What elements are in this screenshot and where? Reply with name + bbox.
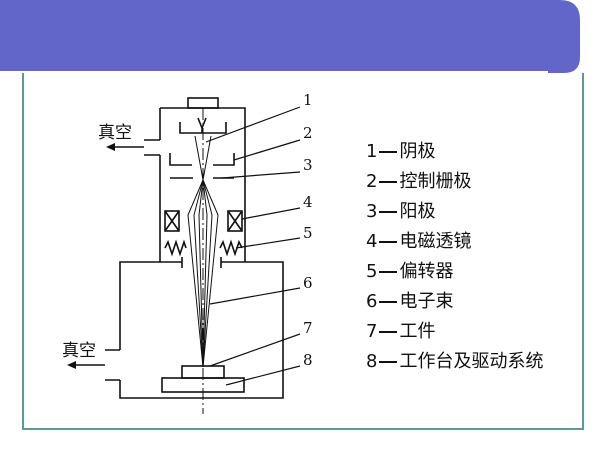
legend-item-8: 8 工作台及驱动系统 xyxy=(366,347,543,377)
legend-list: 1 阴极 2 控制栅极 3 阳极 4 电磁透镜 5 偏转器 6 电子束 7 工件 8 工作台及驱… xyxy=(366,137,543,377)
legend-num: 8 xyxy=(366,351,378,372)
legend-text: 电磁透镜 xyxy=(399,231,472,252)
leader-1 xyxy=(205,106,301,143)
legend-num: 3 xyxy=(366,201,378,222)
vacuum-label-lower: 真空 xyxy=(62,341,96,361)
lower-vacuum-port xyxy=(105,349,120,381)
callout-1: 1 xyxy=(303,91,313,109)
vacuum-label-upper: 真空 xyxy=(98,123,132,143)
dash xyxy=(379,151,398,153)
deflector-right xyxy=(219,239,243,257)
dash xyxy=(379,331,398,333)
magnetic-lens-left xyxy=(164,210,180,232)
legend-num: 4 xyxy=(366,231,378,252)
legend-item-2: 2 控制栅极 xyxy=(366,167,543,197)
legend-item-6: 6 电子束 xyxy=(366,287,543,317)
legend-item-5: 5 偏转器 xyxy=(366,257,543,287)
callout-5: 5 xyxy=(303,224,313,242)
title-banner xyxy=(0,0,580,73)
callout-2: 2 xyxy=(303,124,313,142)
callout-7: 7 xyxy=(303,319,313,337)
dash xyxy=(379,361,398,363)
leader-6 xyxy=(209,287,301,305)
leader-3 xyxy=(221,171,301,179)
gun-column xyxy=(159,107,246,255)
legend-num: 5 xyxy=(366,261,378,282)
legend-text: 控制栅极 xyxy=(399,171,472,192)
legend-text: 阳极 xyxy=(399,201,436,222)
legend-item-3: 3 阳极 xyxy=(366,197,543,227)
work-chamber xyxy=(119,261,284,399)
leader-4 xyxy=(241,207,301,220)
dash xyxy=(379,181,398,183)
content-frame xyxy=(22,73,584,430)
leader-2 xyxy=(233,139,301,161)
dash xyxy=(379,211,398,213)
magnetic-lens-right xyxy=(227,210,243,232)
callout-3: 3 xyxy=(303,156,313,174)
leader-5 xyxy=(235,237,301,249)
legend-text: 偏转器 xyxy=(399,261,454,282)
upper-vacuum-port xyxy=(144,139,160,156)
legend-num: 7 xyxy=(366,321,378,342)
legend-num: 1 xyxy=(366,141,378,162)
dash xyxy=(379,301,398,303)
legend-text: 阴极 xyxy=(399,141,436,162)
legend-num: 6 xyxy=(366,291,378,312)
leader-8 xyxy=(225,365,301,386)
callout-8: 8 xyxy=(303,351,313,369)
legend-item-4: 4 电磁透镜 xyxy=(366,227,543,257)
dash xyxy=(379,241,398,243)
callout-6: 6 xyxy=(303,274,313,292)
callout-4: 4 xyxy=(303,193,313,211)
legend-text: 电子束 xyxy=(399,291,454,312)
control-grid xyxy=(169,153,235,166)
electron-beam xyxy=(187,135,219,368)
legend-item-1: 1 阴极 xyxy=(366,137,543,167)
legend-num: 2 xyxy=(366,171,378,192)
leader-7 xyxy=(209,333,301,367)
legend-item-7: 7 工件 xyxy=(366,317,543,347)
deflector-left xyxy=(164,239,187,257)
legend-text: 工件 xyxy=(399,321,436,342)
dash xyxy=(379,271,398,273)
cathode-cap xyxy=(187,97,219,109)
legend-text: 工作台及驱动系统 xyxy=(399,351,544,372)
